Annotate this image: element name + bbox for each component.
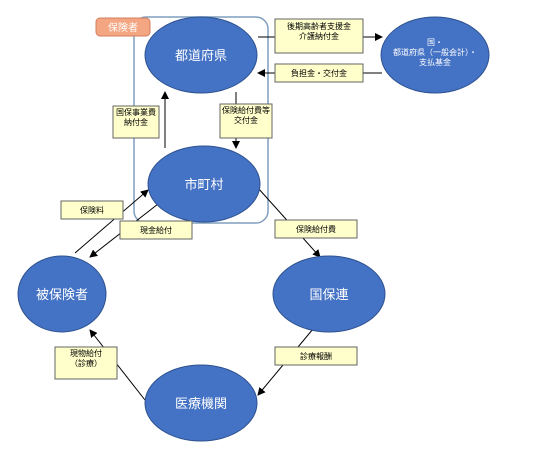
node-national-label: 国・都道府県（一般会計）・支払基金 bbox=[393, 38, 477, 67]
label-elderly-support-text: 後期高齢者支援金介護納付金 bbox=[287, 21, 351, 41]
node-prefecture-label: 都道府県 bbox=[175, 49, 227, 64]
label-cash-benefit: 現金給付 bbox=[119, 220, 193, 240]
label-benefit-cost-text: 保険給付費 bbox=[296, 224, 336, 234]
node-federation-label: 国保連 bbox=[309, 288, 348, 303]
node-prefecture: 都道府県 bbox=[144, 16, 258, 94]
label-premium-text: 保険料 bbox=[80, 205, 104, 215]
label-in-kind-text: 現物給付（診療） bbox=[70, 348, 102, 368]
label-fee: 診療報酬 bbox=[274, 346, 358, 366]
insurer-badge: 保険者 bbox=[95, 17, 151, 37]
label-fee-text: 診療報酬 bbox=[300, 351, 332, 361]
label-benefit-cost: 保険給付費 bbox=[274, 219, 358, 239]
node-medical: 医療機関 bbox=[144, 364, 258, 442]
label-in-kind: 現物給付（診療） bbox=[54, 346, 118, 380]
insurer-badge-label: 保険者 bbox=[108, 21, 138, 34]
label-burden-grant-text: 負担金・交付金 bbox=[291, 68, 347, 78]
node-national: 国・都道府県（一般会計）・支払基金 bbox=[380, 16, 490, 94]
arrow-premium bbox=[74, 189, 149, 254]
label-nhi-payment-text: 国保事業費納付金 bbox=[116, 107, 156, 127]
label-benefit-grant: 保険給付費等交付金 bbox=[219, 103, 273, 139]
node-insured-label: 被保険者 bbox=[36, 288, 88, 303]
label-cash-benefit-text: 現金給付 bbox=[140, 225, 172, 235]
node-municipality-label: 市町村 bbox=[184, 177, 223, 193]
node-medical-label: 医療機関 bbox=[175, 397, 227, 412]
node-federation: 国保連 bbox=[272, 255, 386, 333]
label-burden-grant: 負担金・交付金 bbox=[274, 63, 364, 83]
node-insured: 被保険者 bbox=[17, 255, 107, 333]
label-benefit-grant-text: 保険給付費等交付金 bbox=[222, 105, 270, 125]
label-premium: 保険料 bbox=[60, 200, 124, 220]
label-elderly-support: 後期高齢者支援金介護納付金 bbox=[274, 18, 364, 54]
label-nhi-payment: 国保事業費納付金 bbox=[112, 105, 160, 139]
node-municipality: 市町村 bbox=[147, 145, 261, 223]
